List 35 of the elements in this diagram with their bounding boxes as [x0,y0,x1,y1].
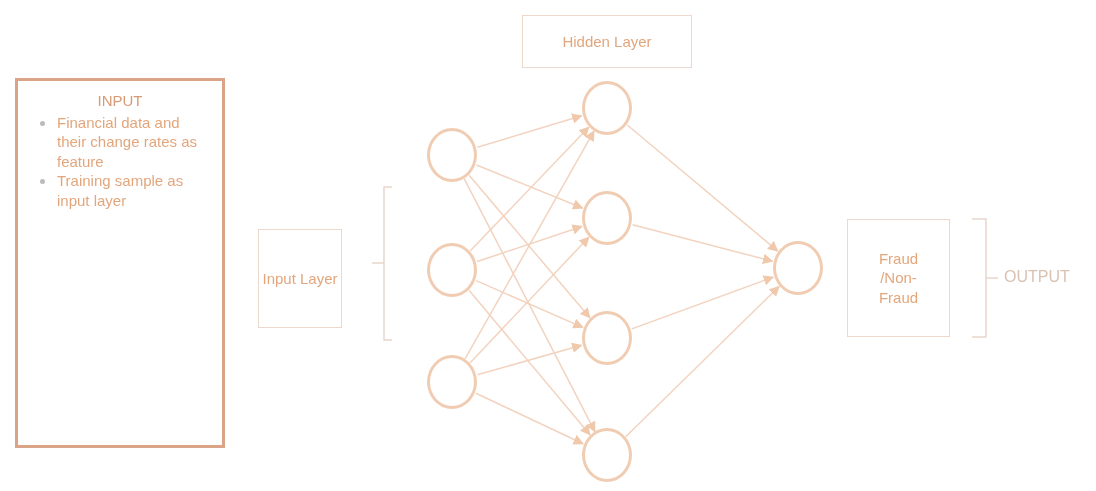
arrow [475,164,584,210]
side-label: OUTPUT [1004,268,1070,286]
arrow [463,177,596,433]
arrow [476,342,583,376]
arrow [476,224,583,263]
neuron-circle [427,243,477,297]
neuron-circle [582,428,632,482]
box-label: Fraud /Non-Fraud [877,248,920,308]
neuron-circle [427,355,477,409]
arrow [475,279,584,329]
neuron-circle [582,311,632,365]
bullet-text: Training sample as input layer [57,171,185,210]
neuron-circle [427,128,477,182]
arrow [476,113,583,149]
arrow [626,124,779,252]
box-label: Input Layer [262,268,338,289]
neuron-circle [773,241,823,295]
text-box [15,78,225,448]
arrow [469,126,590,252]
neuron-circle [582,191,632,245]
arrow [469,236,590,364]
arrow [468,289,591,436]
arrow [625,285,780,438]
arrow [631,275,775,330]
text-box [522,15,692,68]
arrow [475,392,584,445]
neuron-circle [582,81,632,135]
arrow [631,223,774,264]
arrow [464,130,595,360]
text-box [258,229,342,328]
bullet-text: Financial data and their change rates as feature [57,112,199,171]
arrow [468,174,591,319]
box-heading: INPUT [96,91,144,111]
box-label: Hidden Layer [562,31,652,52]
text-box [847,219,950,337]
